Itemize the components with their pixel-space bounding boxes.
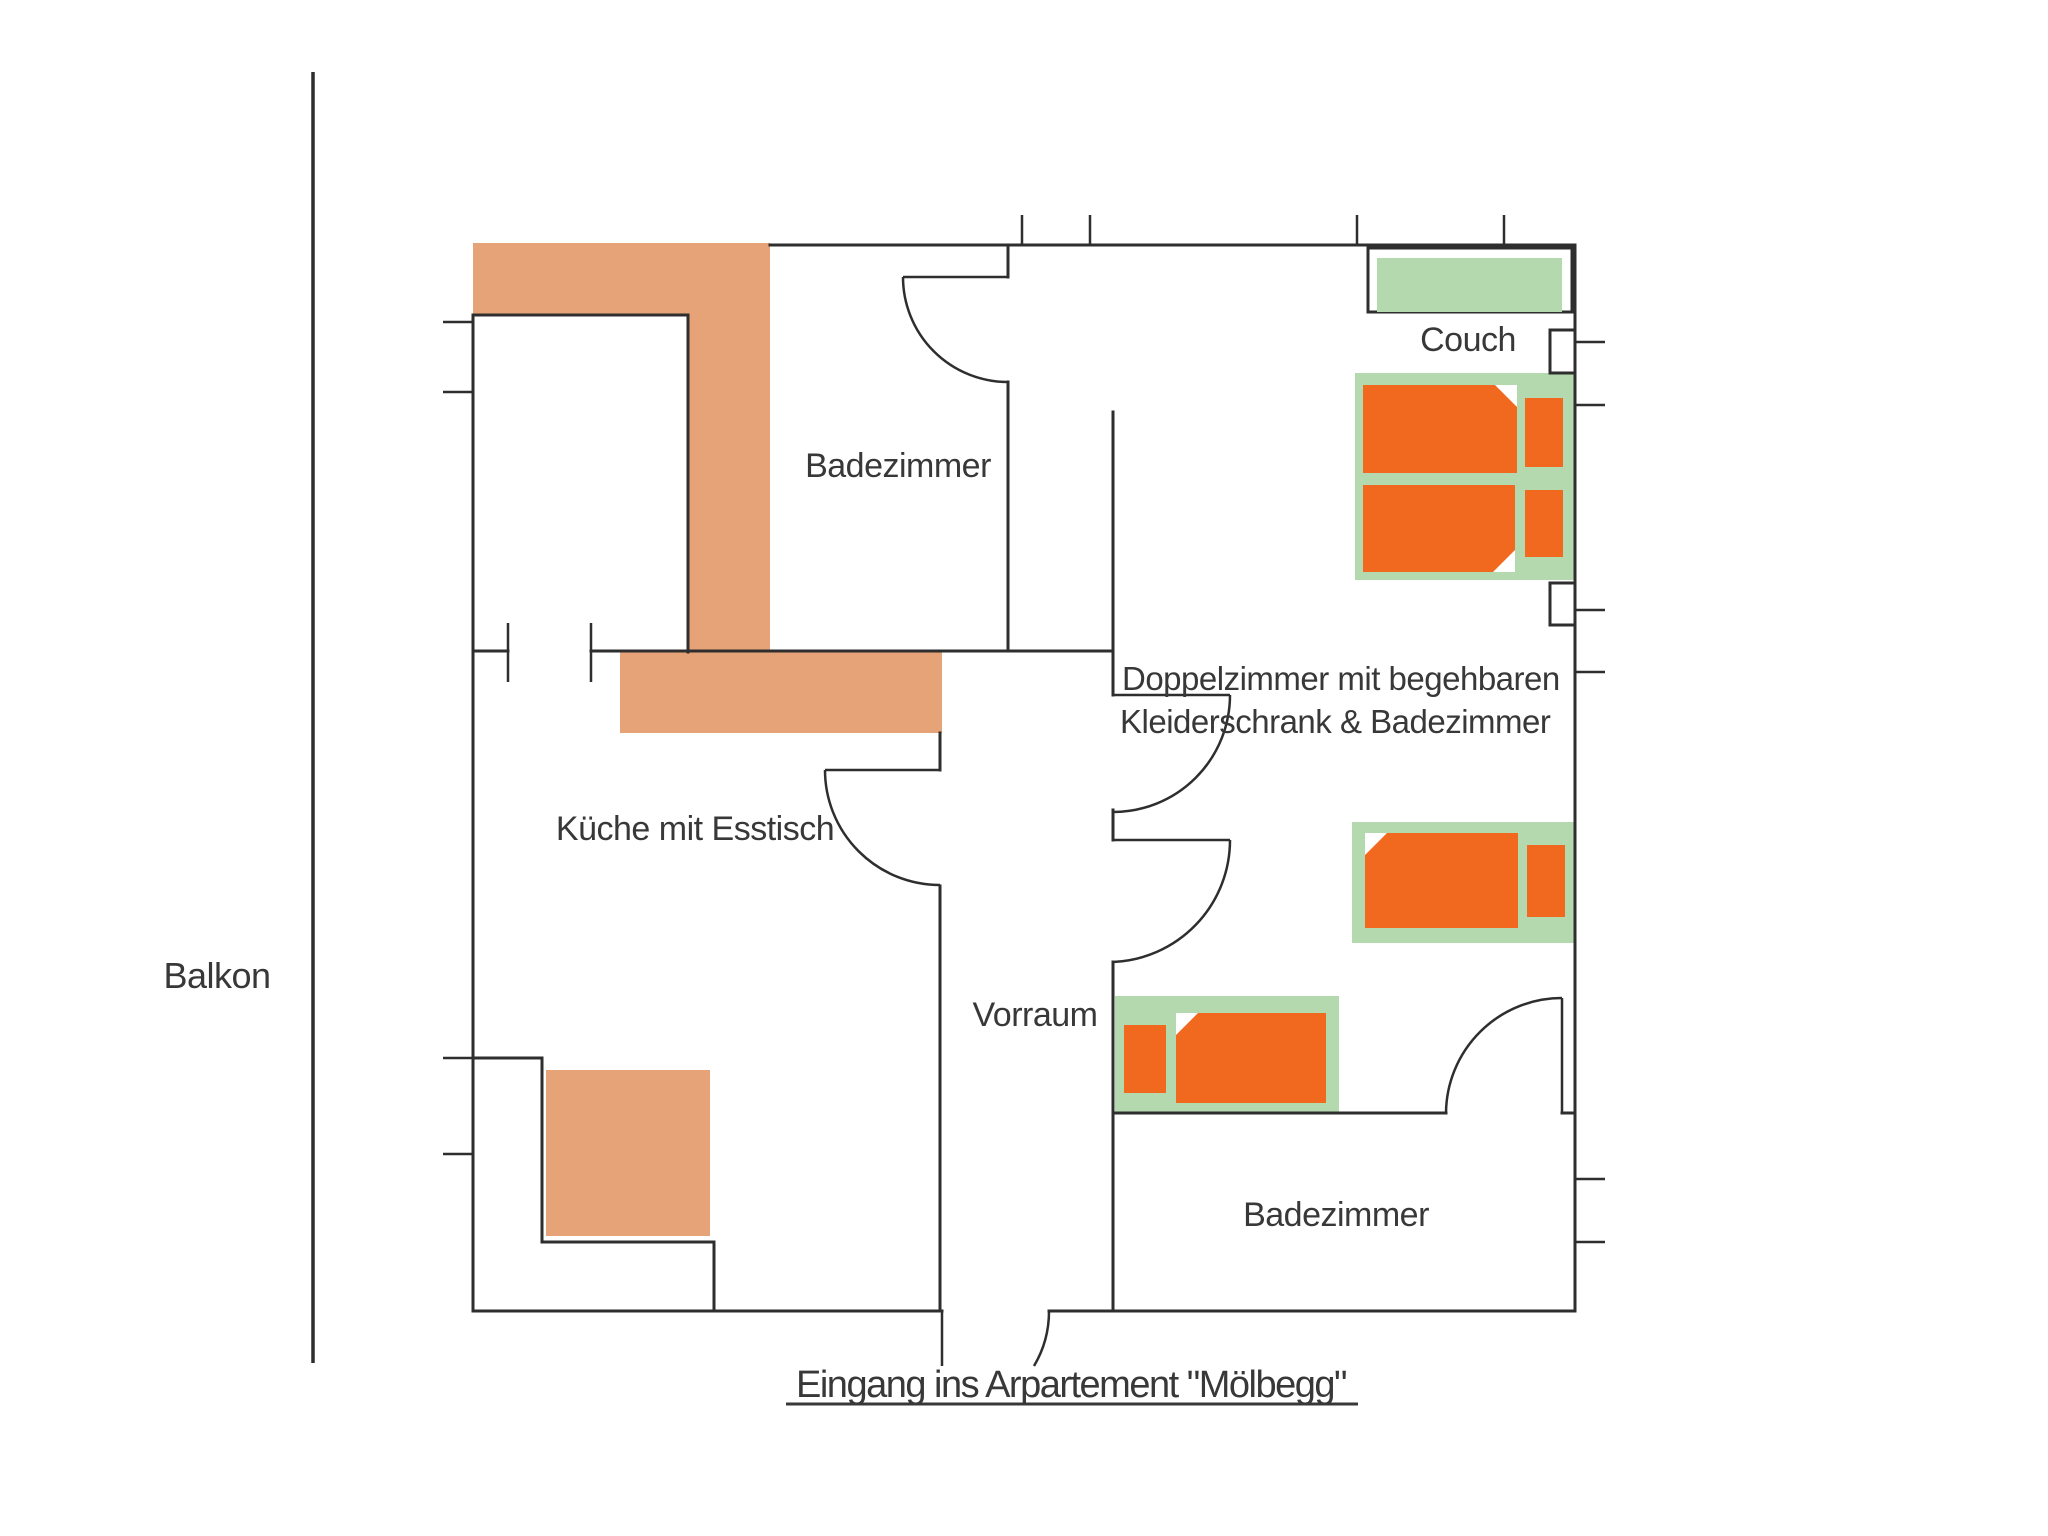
mattress (1365, 833, 1518, 928)
pillow (1124, 1025, 1166, 1093)
pillow (1525, 490, 1563, 557)
door-closet (1112, 693, 1232, 814)
entrance-label: Eingang ins Arpartement "Mölbegg" (796, 1364, 1346, 1406)
balkon-label: Balkon (163, 955, 270, 996)
single-bed-upper (1352, 822, 1576, 943)
badezimmer-top-label: Badezimmer (805, 447, 991, 485)
doors (823, 275, 1564, 1367)
double-bed (1355, 373, 1576, 580)
doppelzimmer-label-line2: Kleiderschrank & Badezimmer (1120, 703, 1551, 740)
badezimmer-bottom-label: Badezimmer (1243, 1196, 1429, 1234)
single-bed-lower (1115, 996, 1339, 1114)
vorraum-label: Vorraum (973, 996, 1098, 1034)
blanket-fold (1365, 833, 1387, 855)
blanket-fold (1495, 385, 1517, 407)
pillow (1525, 398, 1563, 467)
door-kitchen (823, 768, 941, 887)
mattress (1176, 1013, 1326, 1103)
couch-cushion (1377, 258, 1562, 312)
mattress (1363, 385, 1517, 473)
wall-pier-upper (1548, 328, 1577, 375)
door-doppelzimmer (1112, 838, 1232, 964)
blanket-fold (1493, 550, 1515, 572)
kueche-label: Küche mit Esstisch (556, 810, 834, 848)
couch-label: Couch (1420, 321, 1516, 359)
door-badezimmer-bottom (1444, 996, 1564, 1114)
door-entrance (940, 1310, 1051, 1367)
kitchen-wall-highlight (473, 243, 942, 1236)
couch (1366, 246, 1574, 314)
wall-pier-lower (1548, 581, 1577, 627)
door-badezimmer-top (901, 275, 1009, 384)
mattress (1363, 485, 1515, 572)
highlight-column (688, 243, 770, 652)
pillow (1527, 845, 1565, 917)
highlight-mid-band (620, 652, 942, 733)
doppelzimmer-label-line1: Doppelzimmer mit begehbaren (1122, 660, 1560, 697)
blanket-fold (1176, 1013, 1198, 1035)
kitchen-block (546, 1070, 710, 1236)
walls (471, 243, 1577, 1313)
wall-ticks (443, 215, 1605, 1244)
